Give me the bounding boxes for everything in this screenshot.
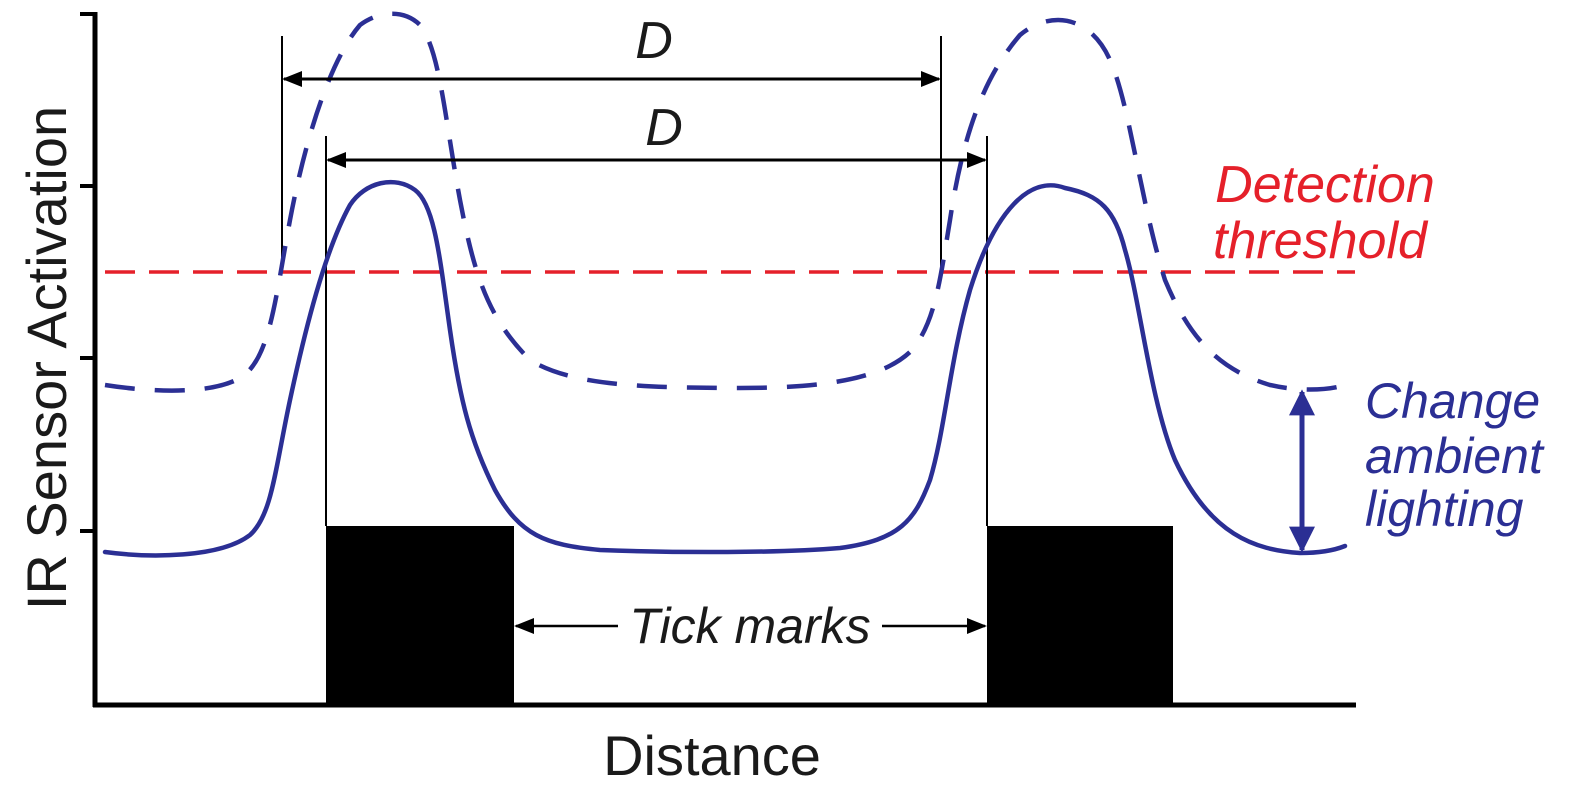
tick-mark-block-left <box>326 526 514 706</box>
d-label-upper: D <box>635 12 673 70</box>
tick-mark-block-right <box>987 526 1173 706</box>
ambient-label-line1: Change <box>1365 373 1540 429</box>
y-axis-label: IR Sensor Activation <box>15 106 78 610</box>
sensor-curve-dashed <box>104 11 1346 393</box>
threshold-label-line2: threshold <box>1213 212 1429 270</box>
d-label-lower: D <box>645 99 683 157</box>
ambient-label-line3: lighting <box>1365 481 1524 537</box>
ambient-label-line2: ambient <box>1365 428 1545 484</box>
sensor-curve-solid <box>102 179 1348 558</box>
x-axis-label: Distance <box>603 724 821 787</box>
tick-marks-label: Tick marks <box>629 598 870 654</box>
threshold-label-line1: Detection <box>1215 156 1435 214</box>
